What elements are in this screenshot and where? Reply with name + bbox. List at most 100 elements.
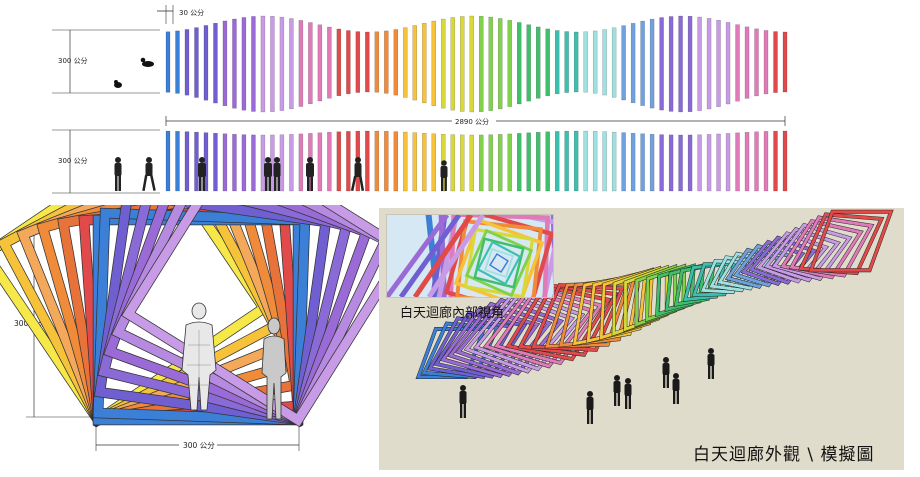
elevation-bar <box>384 30 389 94</box>
side-elevation-bar <box>317 132 323 192</box>
elevation-bar <box>374 31 380 93</box>
tunnel-frame <box>476 240 522 286</box>
side-elevation-bar <box>716 133 721 192</box>
interior-view-image <box>387 215 553 297</box>
corridor-frame <box>482 288 595 369</box>
corridor-frame <box>808 209 894 273</box>
side-elevation-bar <box>165 130 171 192</box>
elevation-bar <box>488 16 493 111</box>
person-silhouette-icon <box>114 57 154 88</box>
elevation-bar <box>611 27 617 98</box>
inset-caption: 白天迴廊內部視角 <box>400 306 505 321</box>
elevation-bar <box>213 22 218 104</box>
tunnel-frame <box>453 217 545 297</box>
elevation-bar <box>327 26 332 99</box>
side-elevation-bar <box>384 131 389 192</box>
width-label: 30 公分 <box>179 8 204 17</box>
interior-view-inset <box>386 214 554 298</box>
side-elevation-bar <box>327 132 332 192</box>
elevation-bar <box>270 16 275 112</box>
elevation-bar <box>308 22 313 105</box>
elevation-bar <box>165 31 171 93</box>
elevation-bar <box>232 18 237 109</box>
elevation-bar <box>668 16 674 112</box>
elevation-bar <box>450 17 455 111</box>
side-elevation-bar <box>450 134 455 192</box>
side-elevation-bars <box>165 130 788 192</box>
side-elevation-bar <box>630 132 636 192</box>
elevation-bar <box>659 17 664 111</box>
side-elevation-bar <box>659 134 664 192</box>
elevation-bar <box>260 15 266 113</box>
length-label: 2890 公分 <box>455 117 489 126</box>
corridor-frame <box>493 286 604 366</box>
tunnel-frame <box>455 219 543 297</box>
side-elevation-bar <box>678 134 683 192</box>
side-elevation-bar <box>260 134 266 192</box>
side-elevation-bar <box>365 130 370 192</box>
side-elevation-bar <box>374 130 380 192</box>
elevation-bar <box>175 30 180 94</box>
side-elevation-bar <box>583 130 588 192</box>
elevation-drawing: 30 公分 300 公分 2890 公分 300 公分 <box>52 5 788 194</box>
elevation-bar <box>754 28 759 97</box>
elevation-bar <box>469 15 474 113</box>
elevation-bar <box>744 26 750 99</box>
side-elevation-bar <box>184 131 190 192</box>
side-elevation-bar <box>460 134 465 192</box>
side-elevation-bar <box>725 133 731 192</box>
side-elevation-bar <box>545 131 550 192</box>
elevation-bar <box>222 20 228 107</box>
square-frame <box>94 205 332 426</box>
side-elevation-bar <box>621 132 626 192</box>
side-elevation-bar <box>251 134 256 192</box>
elevation-bar <box>355 31 361 93</box>
visitors-silhouettes-icon <box>459 348 715 424</box>
side-elevation-bar <box>706 134 712 192</box>
side-elevation-bar <box>773 130 778 192</box>
tunnel-frame <box>489 253 509 273</box>
elevation-bar <box>716 20 721 107</box>
tunnel-frame <box>473 237 525 289</box>
tunnel-beam <box>387 215 450 297</box>
side-elevation-bar <box>488 134 493 192</box>
side-elevation-bar <box>175 131 180 192</box>
elevation-bar <box>763 30 769 95</box>
side-elevation-bar <box>279 134 285 192</box>
height-label-bottom: 300 公分 <box>58 156 88 165</box>
elevation-bar <box>346 30 351 95</box>
elevation-bar <box>573 31 579 93</box>
side-elevation-bar <box>640 133 645 192</box>
elevation-bar <box>203 25 209 101</box>
side-elevation-bar <box>754 131 759 192</box>
elevation-bar <box>412 25 417 101</box>
corridor-frame <box>716 251 771 291</box>
elevation-bar <box>782 31 788 93</box>
elevation-bar <box>184 29 190 96</box>
tunnel-frame <box>464 228 534 297</box>
side-elevation-bar <box>232 134 237 192</box>
elevation-bar <box>317 24 323 102</box>
side-elevation-bar <box>507 133 512 192</box>
side-elevation-bar <box>346 131 351 192</box>
side-elevation-bar <box>289 134 294 192</box>
side-elevation-bar <box>782 130 788 192</box>
elevation-bar <box>298 20 304 107</box>
elevation-bar <box>507 20 512 107</box>
side-elevation-bar <box>431 133 436 192</box>
top-elevation-bars <box>165 15 788 113</box>
elevation-bar <box>251 16 256 112</box>
square-frame <box>92 207 311 426</box>
side-elevation-bar <box>668 134 674 192</box>
side-elevation-bar <box>697 134 702 192</box>
side-elevation-bar <box>649 134 655 192</box>
side-elevation-bar <box>403 131 408 192</box>
height-label-top: 300 公分 <box>58 56 88 65</box>
tunnel-beam <box>412 215 474 297</box>
elevation-bar <box>678 15 683 113</box>
tunnel-frame <box>434 215 553 297</box>
elevation-bar <box>403 27 408 98</box>
tunnel-frame <box>427 215 553 297</box>
elevation-bar <box>365 31 370 93</box>
side-elevation-bar <box>526 132 531 192</box>
